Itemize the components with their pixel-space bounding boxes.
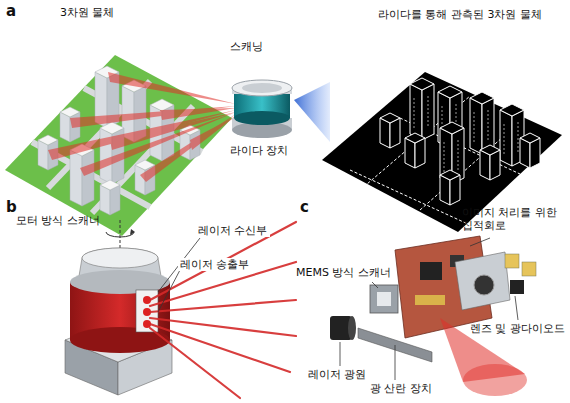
part-label: 레이저 광원 xyxy=(306,368,369,381)
panel-letter: a xyxy=(6,2,16,20)
lidar-device xyxy=(232,80,292,138)
part-label: 라이다를 통해 관측된 3차원 물체 xyxy=(378,8,542,21)
part-label: 레이저 수신부 xyxy=(196,224,270,237)
part-label: 레이저 송출부 xyxy=(178,258,252,271)
part-label: 모터 방식 스캐너 xyxy=(16,214,100,227)
part-label: 3차원 물체 xyxy=(60,6,115,19)
part-label: 광 산란 장치 xyxy=(368,382,434,395)
observed-city xyxy=(322,72,562,232)
part-label: 렌즈 및 광다이오드 xyxy=(470,322,565,335)
panel-letter: b xyxy=(6,198,17,216)
part-label: 스캐닝 xyxy=(230,40,263,53)
part-label: 이미지 처리를 위한 집적회로 xyxy=(462,206,562,232)
part-label: MEMS 방식 스캐너 xyxy=(296,266,391,279)
motor-scanner xyxy=(65,220,296,398)
city-scene xyxy=(5,55,236,236)
panel-letter: c xyxy=(300,198,309,216)
blue-beam xyxy=(294,82,330,142)
part-label: 라이다 장치 xyxy=(230,144,289,157)
